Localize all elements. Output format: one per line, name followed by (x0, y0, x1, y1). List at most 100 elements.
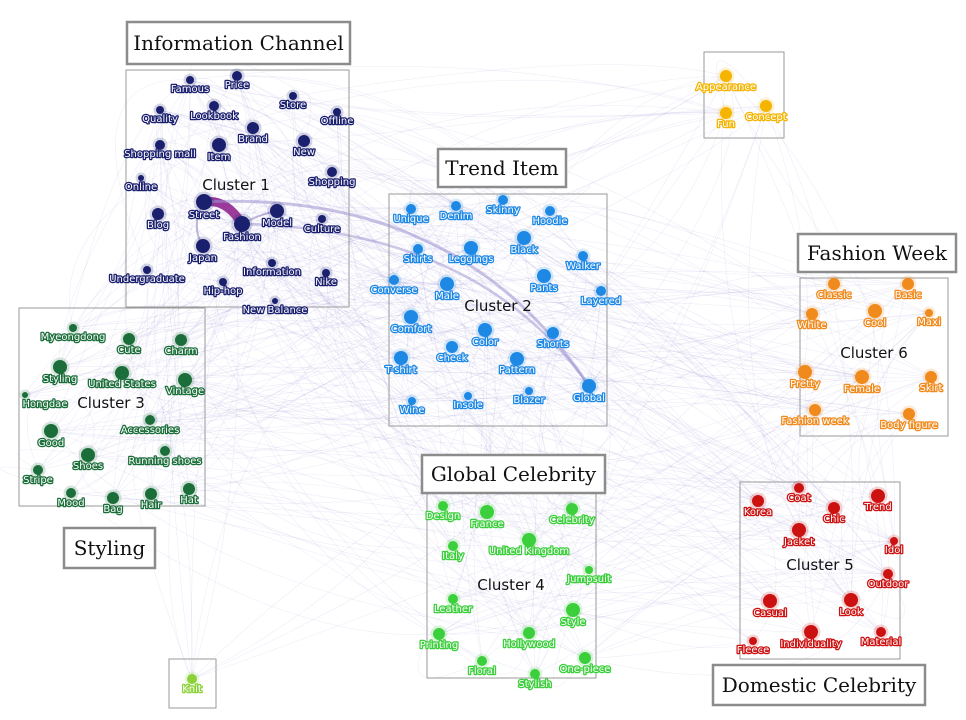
network-edge (455, 205, 530, 541)
network-edge (159, 109, 602, 292)
network-edge (149, 329, 486, 429)
network-edge (588, 75, 734, 387)
network-edge (452, 310, 876, 600)
node-fashion: Fashion (222, 213, 262, 244)
node-stripe: Stripe (22, 462, 54, 487)
node-dot (81, 448, 95, 462)
node-leggings: Leggings (447, 238, 495, 266)
node-label: Shoes (73, 461, 103, 472)
network-edge (274, 300, 754, 642)
network-edge (582, 255, 879, 497)
network-edge (184, 379, 590, 426)
network-edge (236, 75, 530, 634)
network-edge (140, 177, 395, 281)
network-edge (159, 79, 727, 146)
node-label: Hollywood (503, 639, 555, 650)
section-title-text: Styling (74, 536, 146, 560)
node-dot (446, 341, 458, 353)
node-material: Material (859, 624, 903, 649)
node-stylish: Stylish (517, 666, 553, 691)
node-pattern: Pattern (498, 349, 536, 377)
node-new: New (292, 132, 316, 159)
network-edge (292, 95, 448, 285)
cluster-label-c1: Cluster 1 (202, 176, 270, 194)
node-global: Global (572, 376, 606, 405)
node-label: Korea (744, 507, 772, 518)
node-dot (209, 101, 219, 111)
node-label: Knit (182, 684, 202, 695)
node-dot (510, 352, 524, 366)
node-dot (186, 76, 194, 84)
network-edge (184, 201, 239, 381)
network-edge (37, 300, 276, 471)
network-edge (600, 290, 800, 489)
network-edge (191, 247, 472, 680)
network-edge (159, 109, 165, 167)
node-label: Individuality (780, 639, 841, 650)
node-dot (794, 483, 804, 493)
network-edge (112, 75, 727, 499)
node-good: Good (37, 421, 65, 450)
node-online: Online (124, 172, 158, 194)
network-edge (446, 105, 767, 285)
network-edge (189, 79, 545, 277)
network-edge (203, 201, 889, 575)
network-edge (410, 316, 910, 415)
network-edge (87, 454, 852, 606)
node-dot (530, 669, 540, 679)
network-edge (188, 488, 754, 642)
node-dot (438, 501, 448, 511)
network-edge (502, 199, 835, 509)
node-label: Global (573, 393, 605, 404)
network-edge (571, 496, 852, 601)
network-edge (303, 140, 835, 509)
network-edge (411, 400, 852, 601)
network-edge (70, 372, 151, 494)
network-edge (543, 275, 806, 373)
node-running-shoes: Running shoes (127, 443, 203, 468)
node-dot (478, 323, 492, 337)
network-edge (202, 205, 279, 264)
node-label: France (470, 519, 503, 530)
network-edge (149, 316, 412, 423)
node-label: Model (262, 218, 292, 229)
network-edge (191, 376, 932, 680)
node-dot (547, 327, 559, 339)
node-label: Cute (117, 345, 140, 356)
network-edge (502, 199, 800, 531)
node-dot (752, 495, 764, 507)
network-edge (812, 409, 889, 575)
node-dot (433, 628, 445, 640)
node-one-piece: One-piece (558, 649, 612, 676)
node-dot (448, 594, 458, 604)
node-wine: Wine (398, 394, 426, 417)
network-edge (191, 312, 930, 680)
network-edge (484, 112, 727, 331)
network-edge (331, 170, 448, 285)
node-dot (175, 334, 187, 346)
network-edge (325, 272, 586, 659)
node-fashion-week: Fashion week (780, 401, 850, 428)
node-label: Pants (530, 283, 557, 294)
network-edge (150, 210, 278, 495)
node-dot (883, 569, 893, 579)
node-label: Item (208, 152, 231, 163)
network-edge (164, 450, 530, 635)
network-edge (417, 112, 727, 250)
network-edge (202, 218, 266, 247)
node-dot (525, 387, 533, 395)
network-edge (50, 430, 812, 633)
network-edge (850, 283, 909, 601)
node-label: Color (472, 337, 499, 348)
node-street: Street (188, 191, 221, 222)
network-edge (271, 262, 454, 547)
network-edge (180, 339, 530, 541)
network-edge (59, 171, 333, 368)
network-edge (833, 283, 930, 314)
network-edge (432, 205, 457, 350)
node-dot (806, 308, 818, 320)
network-edge (582, 255, 816, 411)
node-shoes: Shoes (72, 445, 104, 473)
